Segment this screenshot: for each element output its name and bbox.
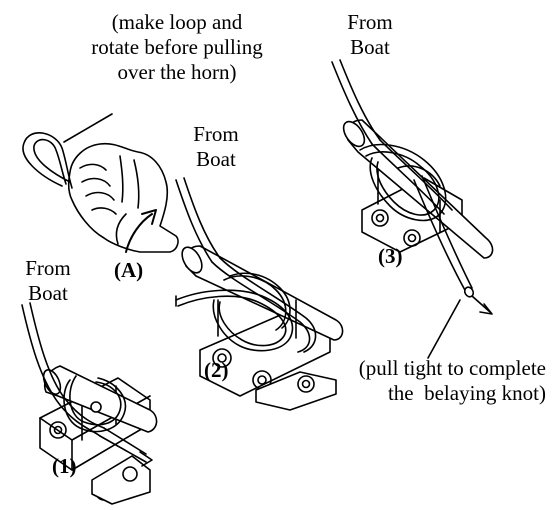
note-make-loop: (make loop and rotate before pulling ove… — [86, 10, 268, 85]
note-make-loop-line-3: over the horn) — [86, 60, 268, 85]
step-2-label: (2) — [204, 358, 229, 383]
step-a-label: (A) — [114, 258, 143, 283]
from-boat-label-1-line-2: Boat — [8, 281, 88, 306]
from-boat-label-1: From Boat — [8, 256, 88, 306]
from-boat-label-1-line-1: From — [8, 256, 88, 281]
note-pull-tight-line-1: (pull tight to complete — [318, 356, 546, 381]
from-boat-label-3: From Boat — [330, 10, 410, 60]
note-make-loop-line-1: (make loop and — [86, 10, 268, 35]
from-boat-label-2: From Boat — [176, 122, 256, 172]
from-boat-label-2-line-2: Boat — [176, 147, 256, 172]
note-make-loop-line-2: rotate before pulling — [86, 35, 268, 60]
from-boat-label-2-line-1: From — [176, 122, 256, 147]
step-1-label: (1) — [52, 454, 77, 479]
step-3-cleat-illustration — [332, 60, 493, 358]
step-a-hand-loop-illustration — [23, 114, 178, 252]
note-pull-tight-line-2: the belaying knot) — [318, 381, 546, 406]
from-boat-label-3-line-1: From — [330, 10, 410, 35]
note-pull-tight: (pull tight to complete the belaying kno… — [318, 356, 546, 406]
step-1-cleat-illustration — [22, 303, 157, 504]
step-3-label: (3) — [378, 244, 403, 269]
from-boat-label-3-line-2: Boat — [330, 35, 410, 60]
